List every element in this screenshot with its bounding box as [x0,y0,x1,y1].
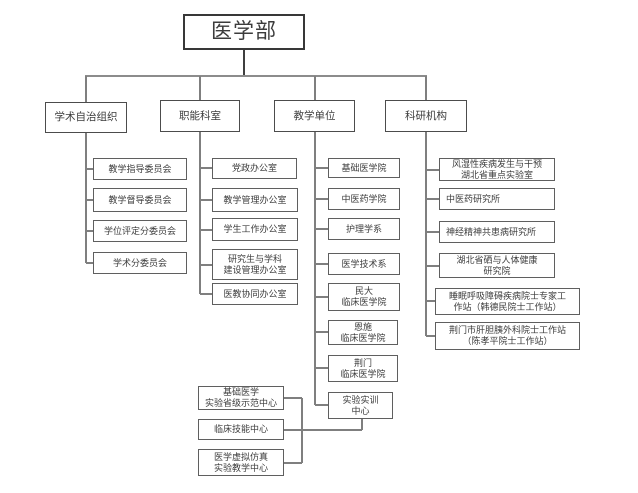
node-basic-medicine-provincial-demo-center: 基础医学 实验省级示范中心 [198,386,284,410]
node-teaching-supervision-committee: 教学督导委员会 [93,188,187,212]
node-tcm-research-institute: 中医药研究所 [439,188,555,210]
node-party-admin-office: 党政办公室 [212,158,297,179]
branch-academic-autonomy: 学术自治组织 [45,102,127,133]
node-sleep-apnea-academician-workstation: 睡眠呼吸障碍疾病院士专家工 作站（韩德民院士工作站） [435,288,580,315]
node-selenium-human-health-institute: 湖北省硒与人体健康 研究院 [439,253,555,278]
node-medical-education-collaboration-office: 医教协同办公室 [212,283,298,305]
branch-functional-offices: 职能科室 [160,100,240,132]
node-academic-subcommittee: 学术分委员会 [93,252,187,274]
node-hepatobiliary-academician-workstation: 荆门市肝胆胰外科院士工作站 （陈孝平院士工作站） [435,322,580,350]
node-tcm-college: 中医药学院 [328,188,400,210]
node-nursing-department: 护理学系 [328,218,400,240]
node-clinical-skills-center: 临床技能中心 [198,419,284,440]
root-node-medical-school: 医学部 [183,14,305,50]
node-jingmen-clinical-college: 荆门 临床医学院 [328,355,398,382]
branch-teaching-units: 教学单位 [274,100,355,132]
node-experimental-training-center: 实验实训 中心 [328,392,393,419]
node-degree-evaluation-subcommittee: 学位评定分委员会 [93,220,187,242]
node-enshi-clinical-college: 恩施 临床医学院 [328,320,398,345]
node-minda-clinical-college: 民大 临床医学院 [328,283,400,311]
node-neuropsychiatric-comorbidity-institute: 神经精神共患病研究所 [439,221,555,243]
node-rheumatic-disease-key-lab: 风湿性疾病发生与干预 湖北省重点实验室 [439,158,555,181]
node-basic-medical-college: 基础医学院 [328,158,400,178]
node-medical-technology-department: 医学技术系 [328,253,400,275]
node-medical-virtual-simulation-center: 医学虚拟仿真 实验教学中心 [198,449,284,476]
node-graduate-discipline-office: 研究生与学科 建设管理办公室 [212,249,298,280]
branch-research-institutes: 科研机构 [385,100,467,132]
node-teaching-guidance-committee: 教学指导委员会 [93,158,187,180]
node-student-affairs-office: 学生工作办公室 [212,218,298,241]
node-teaching-management-office: 教学管理办公室 [212,188,298,212]
